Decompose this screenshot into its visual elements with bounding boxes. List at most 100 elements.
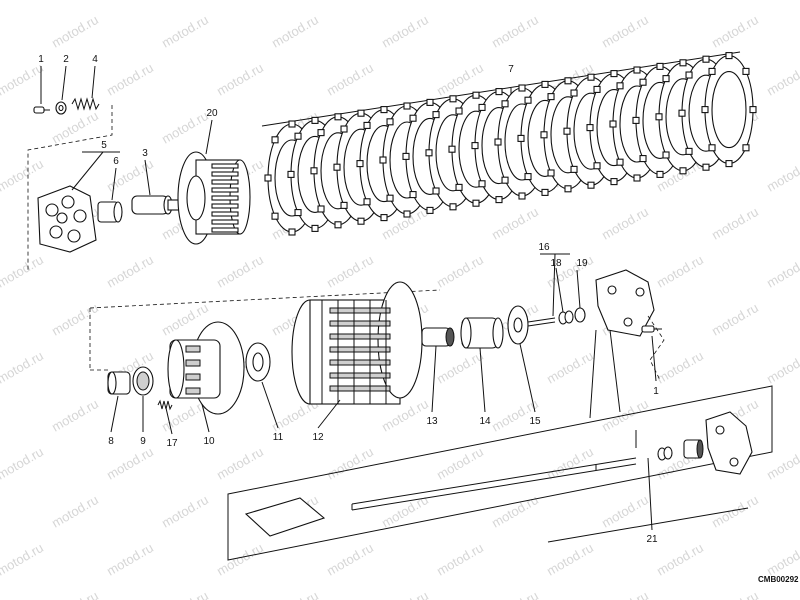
watermark-text: motod.ru [709,492,761,531]
watermark-text: motod.ru [599,492,651,531]
watermark-text: motod.ru [104,60,156,99]
watermark-text: motod.ru [324,540,376,579]
callout-label: 14 [479,416,491,427]
watermark-text: motod.ru [544,540,596,579]
part-hub-10 [167,321,245,415]
watermark-text: motod.ru [214,0,266,3]
watermark-text: motod.ru [434,348,486,387]
watermark-text: motod.ru [49,12,101,51]
part-screw-1 [33,106,50,114]
leader-lines [40,65,657,531]
watermark-text: motod.ru [324,0,376,3]
watermark-text: motod.ru [104,252,156,291]
watermark-text: motod.ru [544,444,596,483]
callout-label: 12 [312,432,324,443]
watermark-text: motod.ru [764,60,800,99]
watermark-text: motod.ru [49,108,101,147]
watermark-text: motod.ru [379,588,431,600]
watermark-text: motod.ru [0,0,46,3]
part-pressure-plate-5 [37,185,97,253]
callout-label: 3 [142,148,148,159]
watermark-text: motod.ru [49,588,101,600]
watermark-text: motod.ru [544,0,596,3]
watermark-text: motod.ru [159,12,211,51]
watermark-text: motod.ru [0,348,46,387]
callout-label: 15 [529,416,541,427]
watermark-text: motod.ru [599,12,651,51]
callout-label: 19 [576,258,588,269]
callout-label: 18 [550,258,562,269]
part-cover-box [705,411,753,475]
part-bushing-8 [107,371,131,395]
watermark-text: motod.ru [654,540,706,579]
callout-label: 9 [140,436,146,447]
part-washer-11 [245,342,271,382]
watermark-text: motod.ru [709,300,761,339]
part-disc-15 [507,305,529,345]
callout-label: 17 [166,438,178,449]
watermark-text: motod.ru [764,0,800,3]
watermark-text: motod.ru [159,492,211,531]
watermark-text: motod.ru [0,540,46,579]
watermark-text: motod.ru [0,156,46,195]
dashed-guide-top [27,105,113,270]
watermark-text: motod.ru [104,444,156,483]
callout-label: 13 [426,416,438,427]
watermark-text: motod.ru [434,0,486,3]
watermark-text: motod.ru [214,444,266,483]
callout-label: 21 [646,534,658,545]
watermark-text: motod.ru [159,108,211,147]
watermark-text: motod.ru [434,252,486,291]
part-drum-20 [177,151,251,245]
watermark-text: motod.ru [709,588,761,600]
watermark-text: motod.ru [324,444,376,483]
watermark-text: motod.ru [599,204,651,243]
watermark-text: motod.ru [49,300,101,339]
watermark-text: motod.ru [214,540,266,579]
part-plate-stack-7 [264,52,757,236]
watermark-text: motod.ru [764,252,800,291]
callout-label: 5 [101,140,107,151]
part-spring-17 [157,399,173,411]
diagram-code: CMB00292 [758,575,799,584]
watermark-text: motod.ru [489,492,541,531]
watermark-text: motod.ru [654,0,706,3]
watermark-text: motod.ru [104,0,156,3]
part-bushing-6 [97,201,123,223]
part-seal-box [683,439,704,459]
watermark-text: motod.ru [379,12,431,51]
watermark-text: motod.ru [434,444,486,483]
watermark-text: motod.ru [544,348,596,387]
watermark-text: motod.ru [489,12,541,51]
part-basket-12 [291,281,423,405]
watermark-text: motod.ru [49,492,101,531]
bracket-21 [547,507,749,543]
watermark-text: motod.ru [764,540,800,579]
watermark-text: motod.ru [489,204,541,243]
callout-label: 4 [92,54,98,65]
part-spring-4 [71,97,100,111]
watermark-text: motod.ru [49,396,101,435]
watermark-text: motod.ru [764,444,800,483]
watermark-text: motod.ru [214,60,266,99]
watermark-text: motod.ru [104,540,156,579]
part-cover [595,269,655,337]
callout-label: 10 [203,436,215,447]
clutch-plate [701,52,757,168]
watermark-text: motod.ru [434,540,486,579]
callout-label: 2 [63,54,69,65]
part-gasket [244,497,326,537]
callout-label: 7 [508,64,514,75]
watermark-text: motod.ru [489,588,541,600]
watermark-text: motod.ru [0,444,46,483]
watermark-text: motod.ru [0,60,46,99]
watermark-text: motod.ru [599,588,651,600]
watermark-text: motod.ru [764,156,800,195]
watermark-text: motod.ru [324,252,376,291]
watermark-text: motod.ru [269,588,321,600]
callout-label: 20 [206,108,218,119]
part-bolt-1 [641,325,662,333]
subassembly-box [227,385,773,561]
watermark-text: motod.ru [324,60,376,99]
